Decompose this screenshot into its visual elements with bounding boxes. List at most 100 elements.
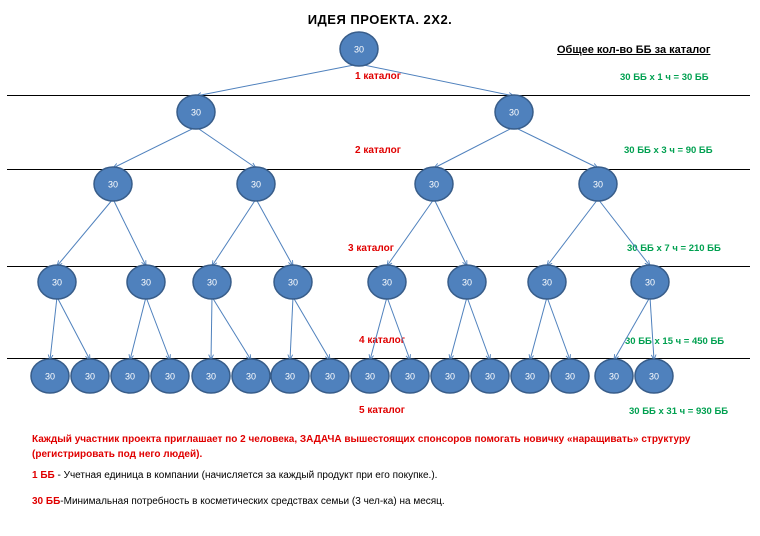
member-node-value: 30: [251, 180, 261, 190]
member-node: 30: [578, 166, 618, 202]
member-node-value: 30: [445, 372, 455, 382]
need-definition: 30 ББ-Минимальная потребность в косметич…: [32, 494, 744, 509]
member-node-circle: [191, 358, 231, 394]
member-node-value: 30: [52, 278, 62, 288]
member-node-circle: [630, 264, 670, 300]
member-node-circle: [126, 264, 166, 300]
referral-arrow: [211, 296, 212, 360]
member-node-circle: [93, 166, 133, 202]
member-node-circle: [470, 358, 510, 394]
member-node-circle: [550, 358, 590, 394]
member-node-value: 30: [593, 180, 603, 190]
member-node-value: 30: [645, 278, 655, 288]
member-node: 30: [93, 166, 133, 202]
task-note: Каждый участник проекта приглашает по 2 …: [32, 434, 691, 460]
member-node-circle: [390, 358, 430, 394]
member-node-circle: [350, 358, 390, 394]
referral-arrow: [386, 296, 410, 360]
member-node: 30: [527, 264, 567, 300]
member-node-value: 30: [382, 278, 392, 288]
referral-arrow: [56, 296, 90, 360]
member-node-value: 30: [485, 372, 495, 382]
member-node-circle: [236, 166, 276, 202]
member-node-value: 30: [405, 372, 415, 382]
member-node-circle: [339, 31, 379, 67]
member-node-circle: [634, 358, 674, 394]
member-node-value: 30: [462, 278, 472, 288]
member-node: 30: [126, 264, 166, 300]
member-node-circle: [70, 358, 110, 394]
member-node: 30: [447, 264, 487, 300]
referral-arrow: [358, 63, 514, 96]
member-node-value: 30: [429, 180, 439, 190]
level-label-5: 5 каталог: [359, 405, 405, 416]
member-node-circle: [414, 166, 454, 202]
referral-arrow: [450, 296, 468, 360]
level-label-2: 2 каталог: [355, 145, 401, 156]
referral-arrow: [387, 198, 435, 266]
member-node-circle: [367, 264, 407, 300]
referral-arrow: [255, 198, 293, 266]
member-node: 30: [510, 358, 550, 394]
member-node-value: 30: [325, 372, 335, 382]
member-node: 30: [191, 358, 231, 394]
separator-line: [7, 358, 750, 359]
member-node: 30: [310, 358, 350, 394]
member-node: 30: [150, 358, 190, 394]
member-node-value: 30: [542, 278, 552, 288]
member-node-value: 30: [45, 372, 55, 382]
member-node: 30: [430, 358, 470, 394]
separator-line: [7, 169, 750, 170]
level-calc-4: 30 ББ х 15 ч = 450 ББ: [625, 336, 725, 347]
level-calc-2: 30 ББ х 3 ч = 90 ББ: [624, 145, 713, 156]
referral-arrow: [195, 126, 256, 168]
bb-key: 1 ББ: [32, 470, 55, 481]
member-node: 30: [270, 358, 310, 394]
member-node: 30: [414, 166, 454, 202]
member-node-circle: [510, 358, 550, 394]
member-node-value: 30: [141, 278, 151, 288]
member-node-circle: [447, 264, 487, 300]
member-node-value: 30: [609, 372, 619, 382]
referral-arrow: [370, 296, 388, 360]
member-node-value: 30: [85, 372, 95, 382]
member-node: 30: [70, 358, 110, 394]
summary-header: Общее кол-во ББ за каталог: [557, 44, 711, 56]
member-node-circle: [270, 358, 310, 394]
member-node: 30: [630, 264, 670, 300]
referral-arrow: [130, 296, 147, 360]
referral-arrow: [112, 198, 146, 266]
referral-arrow: [546, 296, 570, 360]
member-node-value: 30: [525, 372, 535, 382]
member-node-value: 30: [565, 372, 575, 382]
referral-arrow: [547, 198, 599, 266]
member-node-circle: [176, 94, 216, 130]
level-label-4: 4 каталог: [359, 335, 405, 346]
member-node-value: 30: [649, 372, 659, 382]
referral-arrow: [433, 198, 467, 266]
referral-arrow: [530, 296, 548, 360]
referral-arrow: [57, 198, 114, 266]
member-node: 30: [339, 31, 379, 67]
member-node: 30: [470, 358, 510, 394]
bb-text: - Учетная единица в компании (начисляетс…: [54, 470, 438, 481]
member-node-value: 30: [191, 108, 201, 118]
member-node: 30: [176, 94, 216, 130]
referral-arrow: [434, 126, 515, 168]
member-node-value: 30: [207, 278, 217, 288]
member-node-circle: [192, 264, 232, 300]
member-node: 30: [594, 358, 634, 394]
member-node: 30: [30, 358, 70, 394]
member-node-value: 30: [125, 372, 135, 382]
member-node-value: 30: [206, 372, 216, 382]
referral-arrow: [292, 296, 330, 360]
referral-arrow: [196, 63, 360, 96]
level-label-1: 1 каталог: [355, 71, 401, 82]
member-node-circle: [310, 358, 350, 394]
member-node-circle: [231, 358, 271, 394]
referral-arrow: [211, 296, 251, 360]
member-node-circle: [527, 264, 567, 300]
level-calc-1: 30 ББ х 1 ч = 30 ББ: [620, 72, 709, 83]
